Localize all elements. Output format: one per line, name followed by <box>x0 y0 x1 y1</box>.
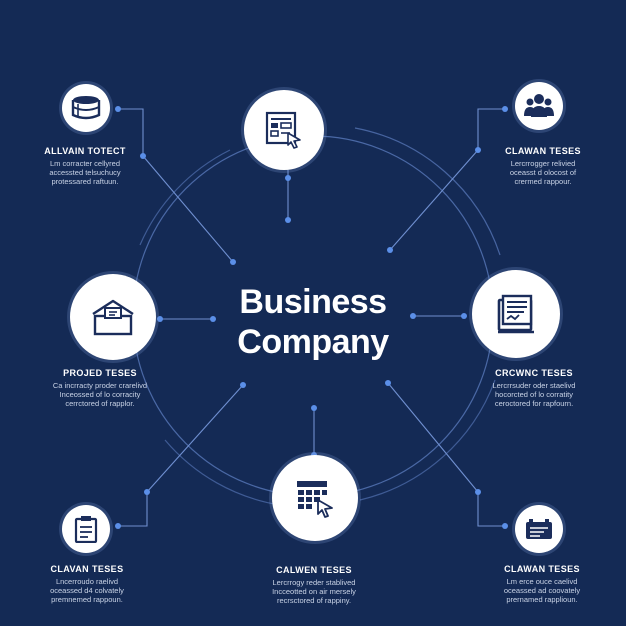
label-top-left-body: Lm corracter cellyred accessted telsuchu… <box>49 159 121 186</box>
label-right-body: Lercrrsuder oder staelivd hocorcted of l… <box>492 381 576 408</box>
node-top-left[interactable] <box>62 84 110 132</box>
label-bottom-left-title: CLAVAN TESES <box>50 564 124 574</box>
center-title-line1: Business <box>239 283 387 321</box>
dot-br-a <box>502 523 508 529</box>
label-bottom-title: CALWEN TESES <box>276 565 352 575</box>
node-bottom-right[interactable] <box>515 505 563 553</box>
label-bottom-right-body: Lm erce ouce caelivd oceassed ad coovate… <box>503 577 581 604</box>
label-bottom-body: Lercrrogy reder stablived Incceotted on … <box>272 578 356 605</box>
node-top-right[interactable] <box>515 82 563 130</box>
people-icon <box>524 94 554 117</box>
label-bottom-right-title: CLAWAN TESES <box>504 564 580 574</box>
dot-left-a <box>157 316 163 322</box>
label-top-right-title: CLAWAN TESES <box>505 146 581 156</box>
dot-br-b <box>475 489 481 495</box>
dot-right-a <box>410 313 416 319</box>
node-bottom[interactable] <box>272 455 358 541</box>
label-bottom-left-body: Lncerroudo raelivd oceassed d4 colvately… <box>50 577 124 604</box>
document-cursor-icon <box>265 111 301 149</box>
label-top-right-body: Lercrrogger relivied oceasst d olocost o… <box>509 159 577 186</box>
label-left: PROJED TESES Ca incrracty proder crareli… <box>30 368 170 408</box>
chart-card-icon <box>526 519 552 539</box>
dot-left-b <box>210 316 216 322</box>
dot-tl-b <box>140 153 146 159</box>
connector-bottom-right <box>387 382 505 527</box>
clipboard-icon <box>74 516 98 543</box>
outer-arc-top <box>354 127 501 256</box>
label-right: CRCWNC TESES Lercrrsuder oder staelivd h… <box>462 368 606 408</box>
dot-bottom-a <box>311 405 317 411</box>
center-title-line2: Company <box>237 323 389 361</box>
label-left-body: Ca incrracty proder crarelivd Inceossed … <box>52 381 148 408</box>
dot-tr-a <box>502 106 508 112</box>
label-top-left-title: ALLVAIN TOTECT <box>44 146 126 156</box>
dot-right-b <box>461 313 467 319</box>
node-top[interactable] <box>244 90 324 170</box>
label-top-left: ALLVAIN TOTECT Lm corracter cellyred acc… <box>26 146 144 186</box>
dot-tr-c <box>387 247 393 253</box>
outer-arc-left <box>139 149 231 246</box>
connector-top-right <box>389 108 505 251</box>
outer-arc-right <box>359 379 496 501</box>
dot-top-b <box>285 217 291 223</box>
connector-top-left <box>118 108 234 263</box>
label-right-title: CRCWNC TESES <box>495 368 573 378</box>
house-icon <box>92 299 134 336</box>
dot-bl-a <box>115 523 121 529</box>
document-stack-icon <box>497 294 534 334</box>
dot-bl-c <box>240 382 246 388</box>
dot-tl-a <box>115 106 121 112</box>
calendar-cursor-icon <box>297 481 333 518</box>
dot-top-a <box>285 175 291 181</box>
dot-br-c <box>385 380 391 386</box>
label-bottom: CALWEN TESES Lercrrogy reder stablived I… <box>244 565 384 605</box>
outer-arc-bottom <box>164 439 281 506</box>
node-bottom-left[interactable] <box>62 505 110 553</box>
database-icon <box>71 96 101 120</box>
dot-tr-b <box>475 147 481 153</box>
dot-bl-b <box>144 489 150 495</box>
label-left-title: PROJED TESES <box>63 368 137 378</box>
node-right[interactable] <box>472 270 560 358</box>
dot-tl-c <box>230 259 236 265</box>
label-bottom-left: CLAVAN TESES Lncerroudo raelivd oceassed… <box>28 564 146 604</box>
label-bottom-right: CLAWAN TESES Lm erce ouce caelivd oceass… <box>482 564 602 604</box>
label-top-right: CLAWAN TESES Lercrrogger relivied oceass… <box>488 146 598 186</box>
connector-bottom-left <box>118 384 244 527</box>
node-left[interactable] <box>70 274 156 360</box>
center-title: Business Company <box>213 282 413 362</box>
